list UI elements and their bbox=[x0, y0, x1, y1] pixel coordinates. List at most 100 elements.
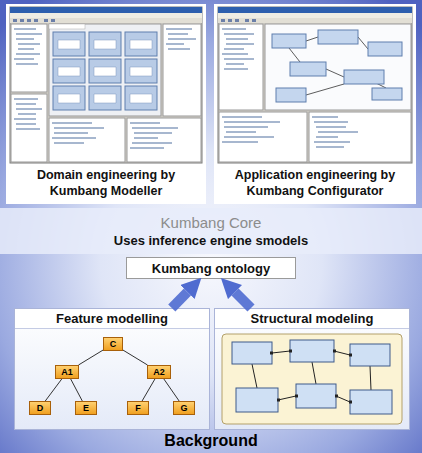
ontology-box: Kumbang ontology bbox=[126, 257, 296, 279]
structural-model-drawing bbox=[236, 388, 278, 412]
configurator-screenshot bbox=[218, 18, 412, 23]
panel-title: Feature modelling bbox=[15, 309, 209, 329]
structural-model-drawing bbox=[232, 342, 272, 364]
modeller-screenshot bbox=[125, 32, 157, 56]
modeller-screenshot bbox=[10, 18, 202, 23]
feature-label: G bbox=[180, 403, 187, 413]
configurator-screenshot bbox=[312, 117, 358, 147]
modeller-screenshot bbox=[163, 24, 201, 116]
structural-model-drawing bbox=[290, 340, 334, 362]
configurator-screenshot bbox=[289, 37, 386, 95]
feature-label: C bbox=[110, 339, 117, 349]
structural-model-drawing bbox=[222, 334, 402, 424]
configurator-screenshot bbox=[218, 7, 412, 163]
configurator-screenshot bbox=[372, 88, 402, 100]
modeller-screenshot bbox=[53, 32, 85, 56]
modeller-screenshot bbox=[49, 118, 125, 162]
modeller-screenshot bbox=[10, 13, 202, 18]
configurator-screenshot bbox=[265, 24, 411, 110]
tree-link bbox=[45, 379, 62, 401]
band-title: Background bbox=[164, 432, 257, 450]
structural-model-drawing bbox=[252, 351, 371, 402]
feature-box: D bbox=[29, 401, 51, 415]
configurator-screenshot bbox=[272, 30, 402, 102]
feature-box: A2 bbox=[147, 365, 171, 379]
modeller-screenshot bbox=[10, 7, 202, 163]
modeller-screenshot bbox=[14, 29, 42, 64]
tree-link bbox=[123, 350, 148, 365]
caption-text: Domain engineering by Kumbang Modeller bbox=[10, 167, 202, 199]
modeller-screenshot bbox=[166, 29, 196, 49]
modeller-screenshot bbox=[125, 59, 157, 83]
structural-model-drawing bbox=[232, 340, 392, 414]
tree-link bbox=[79, 350, 104, 365]
feature-box: G bbox=[173, 401, 195, 415]
configurator-screenshot bbox=[218, 7, 412, 163]
configurator-screenshot bbox=[219, 24, 263, 110]
configurator-screenshot bbox=[344, 70, 384, 84]
configurator-screenshot bbox=[219, 112, 307, 162]
structural-model-drawing bbox=[222, 334, 402, 424]
modeller-screenshot bbox=[13, 19, 55, 22]
modeller-screenshot bbox=[89, 59, 121, 83]
modeller-screenshot bbox=[53, 86, 85, 110]
modeller-screenshot bbox=[10, 7, 202, 163]
configurator-screenshot bbox=[222, 29, 254, 69]
feature-label: A2 bbox=[153, 367, 165, 377]
configurator-screenshot bbox=[218, 13, 412, 18]
structural-model-drawing bbox=[350, 390, 392, 414]
modeller-screenshot bbox=[53, 59, 85, 83]
feature-label: D bbox=[37, 403, 44, 413]
core-band: Kumbang CoreUses inference engine smodel… bbox=[0, 208, 422, 254]
modeller-screenshot bbox=[14, 99, 42, 129]
modeller-screenshot bbox=[49, 24, 161, 116]
configurator-screenshot bbox=[218, 7, 412, 13]
feature-label: A1 bbox=[61, 367, 73, 377]
feature-box: A1 bbox=[55, 365, 79, 379]
feature-box: E bbox=[75, 401, 97, 415]
configurator-screenshot bbox=[222, 117, 280, 142]
configurator-screenshot bbox=[221, 19, 256, 22]
panel-title: Structural modeling bbox=[215, 309, 409, 329]
tree-link bbox=[164, 379, 179, 401]
feature-label: F bbox=[135, 403, 141, 413]
modelling-panel: Structural modeling bbox=[214, 308, 410, 430]
feature-box: F bbox=[127, 401, 149, 415]
feature-box: C bbox=[103, 337, 123, 351]
background-band: Background Feature modellingC A1 A2D E F G Stru… bbox=[0, 296, 422, 453]
band-text: Uses inference engine smodels bbox=[114, 232, 308, 249]
modeller-screenshot bbox=[10, 7, 202, 13]
screenshot-card: Application engineering by Kumbang Confi… bbox=[214, 4, 416, 204]
structural-model-drawing bbox=[296, 384, 336, 408]
band-text: Kumbang Core bbox=[161, 214, 262, 232]
modeller-screenshot bbox=[127, 118, 201, 162]
modeller-screenshot bbox=[89, 32, 121, 56]
configurator-screenshot bbox=[368, 42, 402, 56]
structural-model-drawing bbox=[350, 344, 390, 366]
configurator-screenshot bbox=[272, 34, 306, 48]
configurator-screenshot bbox=[318, 30, 358, 44]
configurator-screenshot bbox=[290, 62, 326, 76]
flow-arrow bbox=[235, 292, 251, 308]
modeller-screenshot bbox=[52, 123, 104, 143]
modelling-panel: Feature modellingC A1 A2D E F G bbox=[14, 308, 210, 430]
modeller-screenshot bbox=[89, 86, 121, 110]
modeller-screenshot bbox=[130, 123, 178, 148]
flow-arrow bbox=[172, 292, 188, 308]
modeller-screenshot bbox=[58, 40, 152, 103]
modeller-screenshot bbox=[11, 24, 47, 92]
feature-label: E bbox=[83, 403, 89, 413]
tree-link bbox=[71, 379, 83, 401]
tree-link bbox=[142, 379, 155, 401]
configurator-screenshot bbox=[276, 88, 306, 102]
structural-model-drawing bbox=[270, 350, 352, 404]
screenshot-card: Domain engineering by Kumbang Modeller bbox=[6, 4, 206, 204]
box-label: Kumbang ontology bbox=[152, 261, 270, 276]
modeller-screenshot bbox=[125, 86, 157, 110]
caption-text: Application engineering by Kumbang Confi… bbox=[218, 167, 412, 199]
modeller-screenshot bbox=[53, 32, 157, 110]
modeller-screenshot bbox=[49, 24, 85, 29]
configurator-screenshot bbox=[309, 112, 411, 162]
